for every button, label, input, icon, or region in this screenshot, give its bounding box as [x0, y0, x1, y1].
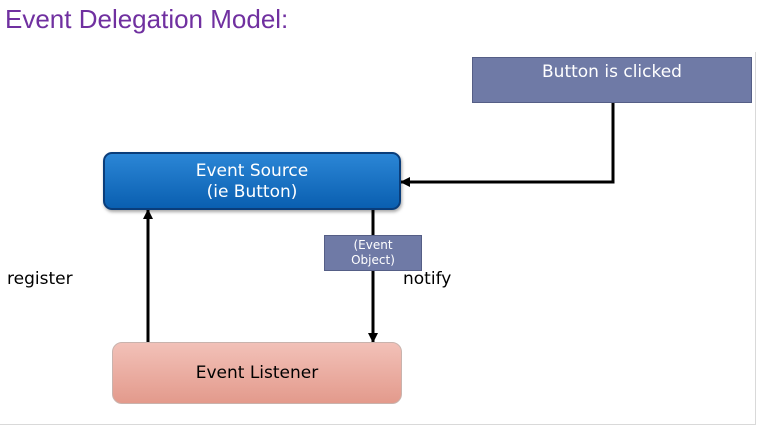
event-source-label: Event Source [195, 161, 309, 181]
event-listener-node: Event Listener [112, 342, 402, 404]
frame-border-bottom [0, 424, 756, 425]
frame-border-right [755, 52, 756, 424]
button-clicked-node: Button is clicked [472, 57, 752, 103]
slide-title: Event Delegation Model: [5, 4, 289, 34]
event-source-sublabel: (ie Button) [206, 182, 298, 202]
event-object-label-1: (Event [353, 238, 393, 252]
notify-label: notify [403, 269, 452, 289]
click-to-source-arrow [400, 103, 615, 187]
event-object-label-2: Object) [351, 253, 395, 267]
event-source-node: Event Source (ie Button) [103, 152, 401, 210]
register-label: register [7, 269, 73, 289]
event-object-node: (Event Object) [324, 235, 422, 271]
